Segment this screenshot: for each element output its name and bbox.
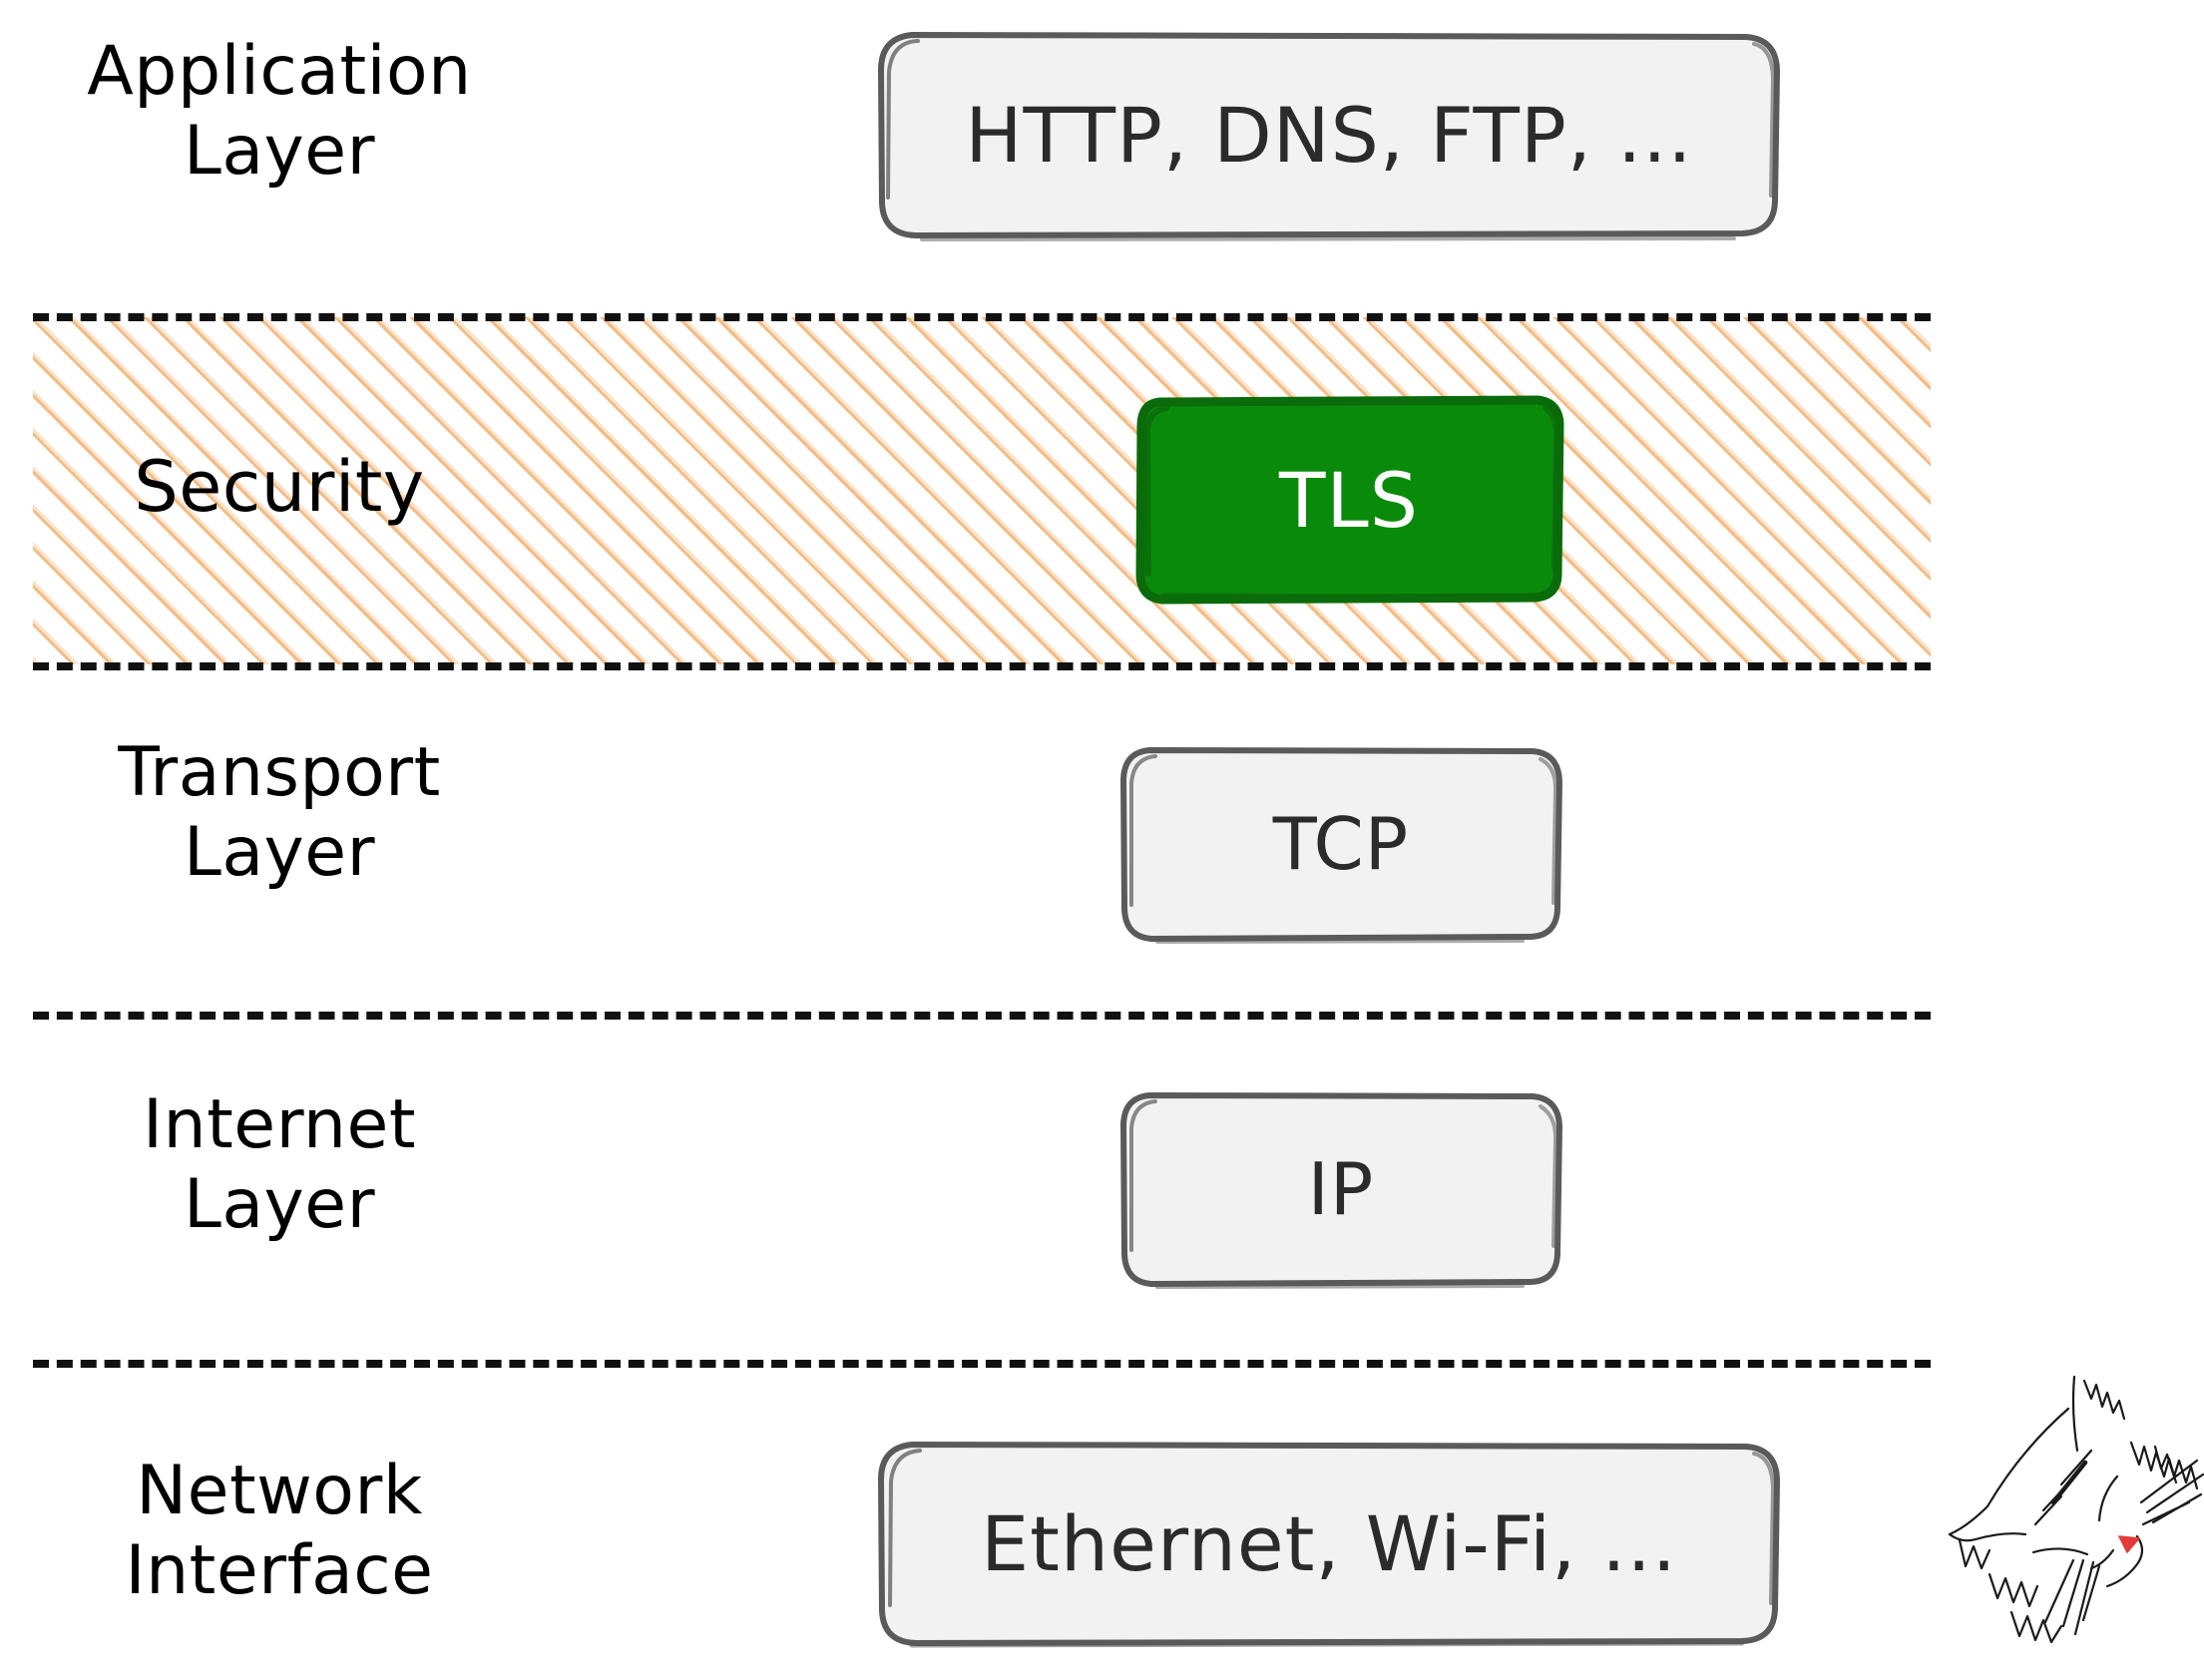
sketchy-rect-outline: [878, 1442, 1780, 1648]
security-band-hatch: [33, 317, 1931, 664]
protocol-box-transport-label: TCP: [1272, 802, 1410, 886]
protocol-box-application-label: HTTP, DNS, FTP, ...: [965, 90, 1693, 180]
layer-label-network-interface: Network Interface: [125, 1452, 434, 1611]
protocol-box-network-interface[interactable]: Ethernet, Wi-Fi, ...: [876, 1440, 1782, 1648]
layer-label-security: Security: [134, 446, 425, 528]
layer-label-transport: Transport Layer: [118, 733, 441, 893]
separator-transport-internet: [33, 1012, 1931, 1020]
separator-security-transport: [33, 662, 1931, 670]
sketchy-rect-outline: [1120, 1092, 1562, 1289]
protocol-box-network-interface-label: Ethernet, Wi-Fi, ...: [981, 1498, 1677, 1588]
sketchy-rect-outline: [1120, 747, 1562, 944]
separator-application-security: [33, 313, 1931, 321]
sketchy-rect-outline-highlighted: [1135, 395, 1564, 605]
protocol-box-transport[interactable]: TCP: [1117, 745, 1564, 944]
protocol-box-internet-label: IP: [1307, 1147, 1375, 1231]
protocol-box-internet[interactable]: IP: [1117, 1090, 1564, 1289]
layer-label-internet: Internet Layer: [142, 1085, 416, 1245]
sketchy-rect-outline: [878, 32, 1780, 241]
protocol-box-tls-label: TLS: [1278, 455, 1419, 545]
protocol-box-application[interactable]: HTTP, DNS, FTP, ...: [876, 30, 1782, 241]
protocol-box-tls[interactable]: TLS: [1134, 395, 1564, 605]
layer-label-application: Application Layer: [87, 32, 472, 192]
separator-internet-network: [33, 1360, 1931, 1368]
cat-head-sketch-icon: [1948, 1375, 2204, 1644]
